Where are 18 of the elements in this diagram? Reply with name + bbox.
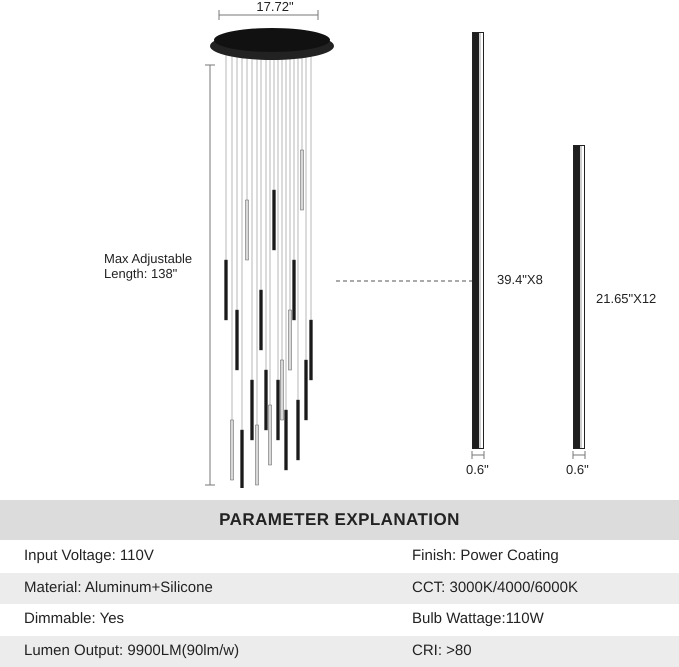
spec-text: Input Voltage: 110V <box>24 546 154 566</box>
dimension-label: 0.6" <box>466 462 490 477</box>
dimension-label: Max Adjustable Length: 138" <box>104 251 194 281</box>
table-title: PARAMETER EXPLANATION <box>219 509 460 532</box>
spec-text: Finish: Power Coating <box>412 546 559 566</box>
dimension-label: 17.72" <box>255 0 295 14</box>
dimension-label: 0.6" <box>566 462 590 477</box>
dimension-label: 39.4"X8 <box>497 272 544 287</box>
light-tube-drawing <box>573 145 585 449</box>
spec-text: CRI: >80 <box>412 640 472 661</box>
leader-line <box>336 280 472 282</box>
spec-text: Bulb Wattage:110W <box>412 609 544 630</box>
light-tube-drawing <box>472 32 484 449</box>
dimension-label: 21.65"X12 <box>596 291 658 306</box>
spec-text: Lumen Output: 9900LM(90lm/w) <box>24 640 240 661</box>
spec-text: Dimmable: Yes <box>24 609 124 630</box>
spec-text: CCT: 3000K/4000/6000K <box>412 578 578 598</box>
spec-text: Material: Aluminum+Silicone <box>24 578 213 598</box>
